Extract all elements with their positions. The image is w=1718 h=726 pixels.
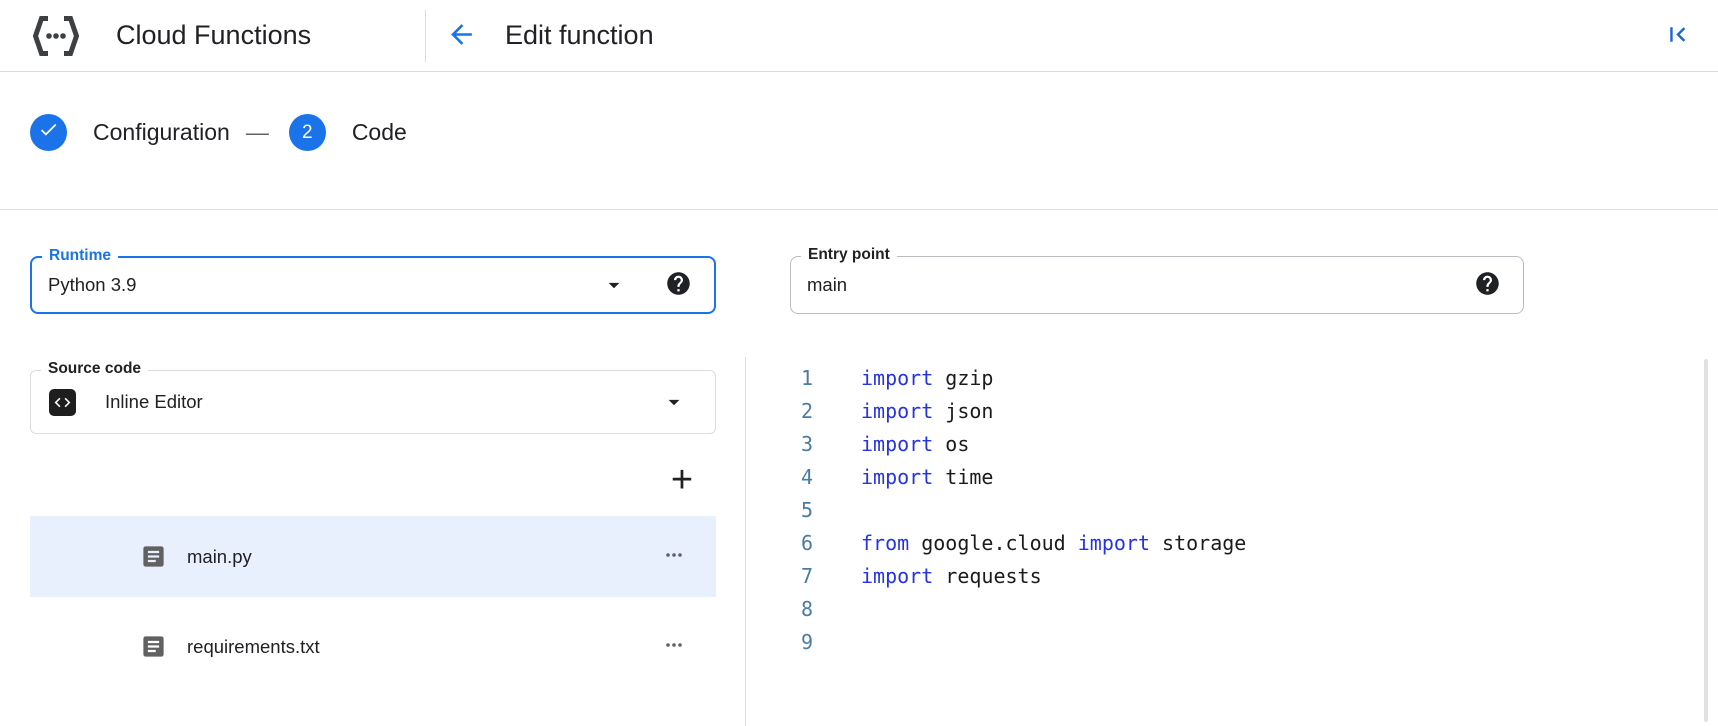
line-number: 1	[800, 366, 813, 390]
step-label: Code	[351, 119, 407, 145]
app-header: Cloud Functions Edit function	[0, 0, 1718, 72]
code-text: import requests	[861, 564, 1042, 588]
brand: Cloud Functions	[30, 12, 425, 60]
runtime-label: Runtime	[42, 247, 118, 265]
source-code-value: Inline Editor	[105, 391, 203, 412]
code-line: 7 import requests	[746, 560, 1718, 593]
file-icon	[140, 543, 167, 570]
code-text: from google.cloud import storage	[861, 531, 1247, 555]
entry-point-label: Entry point	[801, 246, 897, 264]
file-more-options-button[interactable]	[662, 633, 686, 660]
file-icon	[140, 633, 167, 660]
code-editor[interactable]: 1 import gzip 2 import json 3 import os 4 impor…	[745, 357, 1718, 726]
code-line: 5	[746, 494, 1718, 527]
code-text: import time	[861, 465, 994, 489]
inline-editor-icon	[49, 388, 76, 416]
page-title: Edit function	[505, 20, 654, 50]
check-icon	[38, 119, 59, 146]
code-line: 3 import os	[746, 428, 1718, 461]
file-list: main.py requirements.txt	[30, 516, 716, 687]
code-line: 9	[746, 626, 1718, 659]
right-column: Entry point main 1 import gzip 2 import jso…	[745, 246, 1718, 726]
editor-scrollbar[interactable]	[1704, 359, 1708, 722]
header-divider	[425, 9, 426, 62]
code-line: 4 import time	[746, 461, 1718, 494]
code-text: import json	[861, 399, 994, 423]
line-number: 5	[800, 498, 813, 522]
help-icon	[665, 270, 692, 300]
runtime-help-button[interactable]	[665, 270, 692, 300]
stepper: Configuration — 2 Code	[0, 72, 1718, 210]
step-code[interactable]: 2 Code	[288, 114, 407, 151]
file-actions-row: +	[30, 434, 716, 500]
cloud-functions-logo-icon	[30, 12, 82, 60]
file-row[interactable]: main.py	[30, 516, 716, 597]
line-number: 7	[800, 564, 813, 588]
main-content: Runtime Python 3.9 Source code Inline Ed…	[0, 210, 1718, 726]
source-code-select[interactable]: Source code Inline Editor	[30, 360, 716, 434]
line-number: 3	[800, 432, 813, 456]
step-configuration[interactable]: Configuration	[30, 114, 230, 151]
file-more-options-button[interactable]	[662, 543, 686, 570]
dropdown-arrow-icon	[601, 272, 627, 298]
back-button[interactable]	[446, 19, 477, 53]
source-code-label: Source code	[41, 360, 149, 378]
code-line: 6 from google.cloud import storage	[746, 527, 1718, 560]
code-line: 2 import json	[746, 395, 1718, 428]
code-line: 8	[746, 593, 1718, 626]
more-options-icon	[662, 543, 686, 570]
runtime-select[interactable]: Runtime Python 3.9	[30, 247, 716, 314]
runtime-value: Python 3.9	[48, 274, 137, 295]
collapse-panel-icon	[1663, 20, 1692, 52]
code-text: import os	[861, 432, 970, 456]
add-file-button[interactable]: +	[662, 460, 702, 500]
line-number: 6	[800, 531, 813, 555]
file-name: requirements.txt	[187, 635, 320, 657]
line-number: 4	[800, 465, 813, 489]
entry-point-value: main	[807, 274, 848, 295]
code-lines: 1 import gzip 2 import json 3 import os 4 impor…	[746, 362, 1718, 659]
left-column: Runtime Python 3.9 Source code Inline Ed…	[30, 247, 716, 726]
line-number: 2	[800, 399, 813, 423]
app-title: Cloud Functions	[116, 20, 312, 50]
entry-point-field[interactable]: Entry point main	[790, 246, 1524, 314]
more-options-icon	[662, 633, 686, 660]
file-row[interactable]: requirements.txt	[30, 606, 716, 687]
entry-point-help-button[interactable]	[1474, 270, 1501, 300]
line-number: 8	[800, 597, 813, 621]
step-complete-circle	[30, 114, 67, 151]
dropdown-arrow-icon	[661, 389, 687, 415]
collapse-panel-button[interactable]	[1663, 20, 1692, 52]
help-icon	[1474, 270, 1501, 300]
step-label: Configuration	[93, 119, 230, 145]
code-text: import gzip	[861, 366, 994, 390]
file-name: main.py	[187, 545, 252, 567]
code-line: 1 import gzip	[746, 362, 1718, 395]
step-connector: —	[245, 119, 269, 145]
line-number: 9	[800, 630, 813, 654]
step-number-circle: 2	[288, 114, 326, 151]
arrow-left-icon	[446, 19, 477, 53]
